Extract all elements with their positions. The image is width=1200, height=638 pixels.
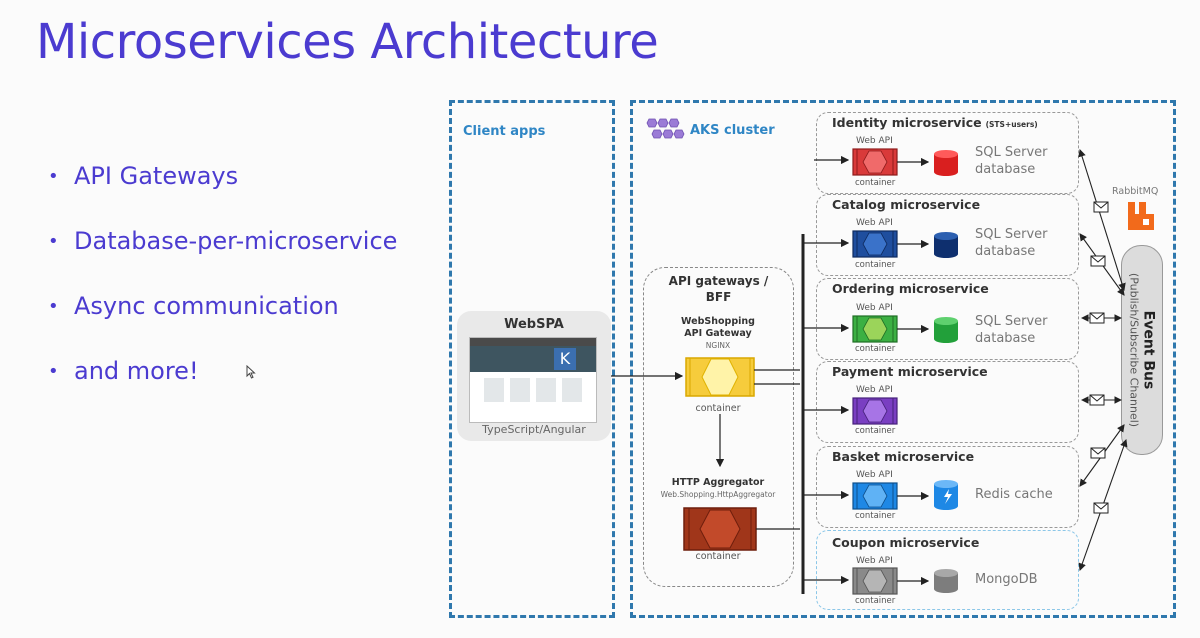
message-envelope-icon — [1089, 312, 1105, 324]
gateway-container-label: container — [695, 403, 741, 414]
gateway-name-line1: WebShopping — [681, 316, 755, 327]
payment-container-icon — [852, 397, 898, 425]
slide-title: Microservices Architecture — [36, 14, 659, 70]
ordering-container-icon — [852, 315, 898, 343]
payment-microservice-title: Payment microservice — [832, 364, 988, 379]
container-label: container — [855, 260, 896, 270]
web-api-label: Web API — [856, 303, 893, 313]
web-api-label: Web API — [856, 218, 893, 228]
http-aggregator-tech: Web.Shopping.HttpAggregator — [660, 490, 776, 499]
web-api-label: Web API — [856, 136, 893, 146]
client-apps-box — [449, 100, 615, 618]
aks-cluster-box — [630, 100, 1176, 618]
aks-cluster-icon — [646, 118, 685, 139]
rabbitmq-label: RabbitMQ — [1112, 186, 1159, 197]
bullet-item: •Database-per-microservice — [48, 227, 398, 255]
api-gateways-title-line1: API gateways / — [668, 274, 769, 288]
coupon-container-icon — [852, 567, 898, 595]
bullet-text: Database-per-microservice — [74, 227, 398, 255]
gateway-tech-label: NGINX — [705, 341, 731, 350]
webspa-screenshot: K — [469, 337, 597, 423]
event-bus-cylinder — [1121, 245, 1163, 455]
mouse-cursor-icon — [246, 365, 256, 379]
bullet-item: •API Gateways — [48, 162, 239, 190]
basket-microservice-box — [816, 446, 1079, 528]
gateway-name-line2: API Gateway — [684, 328, 752, 339]
container-label: container — [855, 596, 896, 606]
identity-container-icon — [852, 148, 898, 176]
container-label: container — [855, 426, 896, 436]
webspa-caption: TypeScript/Angular — [482, 423, 586, 436]
payment-microservice-box — [816, 361, 1079, 443]
database-icon — [934, 232, 958, 258]
api-gateways-title-line2: BFF — [705, 290, 732, 304]
database-icon — [934, 150, 958, 176]
bullet-text: Async communication — [74, 292, 339, 320]
identity-microservice-title: Identity microservice(STS+users) — [832, 115, 1038, 130]
message-envelope-icon — [1089, 394, 1105, 406]
web-api-label: Web API — [856, 385, 893, 395]
api-gateways-title: API gateways / BFF — [643, 273, 794, 305]
basket-microservice-title: Basket microservice — [832, 449, 975, 464]
bullet-item: •Async communication — [48, 292, 339, 320]
message-envelope-icon — [1093, 201, 1109, 213]
gateway-container-icon — [685, 357, 755, 397]
catalog-container-icon — [852, 230, 898, 258]
http-aggregator-name: HTTP Aggregator — [671, 477, 765, 488]
aggregator-container-label: container — [695, 551, 741, 562]
coupon-microservice-box — [816, 530, 1079, 610]
web-api-label: Web API — [856, 470, 893, 480]
web-api-label: Web API — [856, 556, 893, 566]
coupon-db-label: MongoDB — [975, 572, 1038, 587]
catalog-microservice-title: Catalog microservice — [832, 197, 981, 212]
rabbitmq-icon — [1128, 202, 1154, 230]
coupon-microservice-title: Coupon microservice — [832, 535, 980, 550]
aggregator-container-icon — [683, 507, 757, 551]
container-label: container — [855, 511, 896, 521]
webspa-card: WebSPA K TypeScript/Angular — [457, 311, 611, 441]
basket-container-icon — [852, 482, 898, 510]
ordering-microservice-title: Ordering microservice — [832, 281, 989, 296]
bullet-item: •and more! — [48, 357, 199, 385]
message-envelope-icon — [1093, 502, 1109, 514]
redis-cache-icon — [934, 480, 958, 510]
webshopping-gateway-name: WebShopping API Gateway — [658, 316, 778, 340]
database-icon — [934, 569, 958, 593]
webspa-title: WebSPA — [504, 317, 564, 332]
container-label: container — [855, 344, 896, 354]
bullet-list: •API Gateways •Database-per-microservice… — [48, 160, 397, 420]
ordering-microservice-box — [816, 278, 1079, 360]
bullet-text: API Gateways — [74, 162, 239, 190]
bullet-text: and more! — [74, 357, 199, 385]
container-label: container — [855, 178, 896, 188]
database-icon — [934, 317, 958, 343]
identity-subtitle: (STS+users) — [985, 120, 1038, 129]
aks-cluster-label: AKS cluster — [690, 123, 775, 138]
message-envelope-icon — [1090, 255, 1106, 267]
event-bus-link — [1078, 148, 1126, 292]
client-apps-label: Client apps — [463, 124, 546, 139]
webspa-logo-letter: K — [554, 348, 576, 370]
api-gateways-group — [643, 267, 794, 587]
message-envelope-icon — [1090, 447, 1106, 459]
basket-cache-label: Redis cache — [975, 487, 1053, 502]
